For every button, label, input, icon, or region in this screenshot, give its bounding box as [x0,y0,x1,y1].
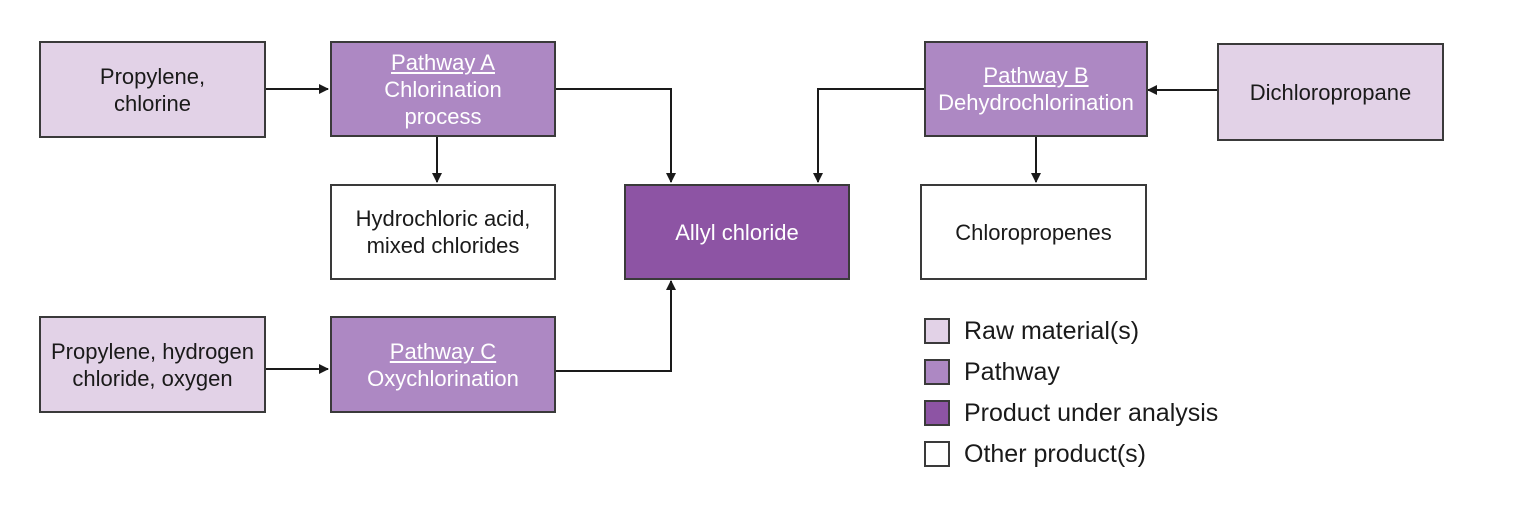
legend-label: Product under analysis [964,398,1219,427]
node-label-line: Oxychlorination [367,365,519,391]
node-pathway-a: Pathway A Chlorination process [330,41,556,137]
node-label-line: Hydrochloric acid, [355,206,531,231]
node-label-line: Propylene, [99,63,206,89]
legend-swatch [924,359,950,385]
node-label: Chloropropenes [955,219,1112,245]
node-label: Dichloropropane [1249,79,1412,105]
node-pathway-c: Pathway C Oxychlorination [330,316,556,413]
legend-label: Raw material(s) [964,316,1140,345]
pathway-title: Pathway A [391,49,495,75]
node-dichloropropane: Dichloropropane [1217,43,1444,141]
legend-label: Other product(s) [964,439,1147,468]
legend-swatch [924,318,950,344]
node-allyl-chloride: Allyl chloride [624,184,850,280]
node-propylene-hydrogen-chloride-oxygen: Propylene, hydrogen chloride, oxygen [39,316,266,413]
arrow-pathway-c-to-allyl-chloride [556,280,676,372]
node-label: Allyl chloride [675,219,799,245]
node-label-line: chlorine [113,90,192,116]
node-label-line: mixed chlorides [366,233,520,258]
pathway-title: Pathway B [983,63,1089,88]
arrow-pathway-a-to-allyl-chloride [556,88,676,183]
node-hydrochloric-acid-mixed-chlorides: Hydrochloric acid, mixed chlorides [330,184,556,280]
legend-label: Pathway [964,357,1060,386]
node-label-line: chloride, oxygen [72,365,233,391]
node-label-line: Dehydrochlorination [938,90,1134,115]
legend-swatch [924,400,950,426]
legend-item-other-products: Other product(s) [924,439,1146,469]
pathway-title: Pathway C [389,338,497,364]
legend-swatch [924,441,950,467]
node-pathway-b: Pathway B Dehydrochlorination [924,41,1148,137]
arrow-pathway-b-to-allyl-chloride [813,88,924,183]
node-propylene-chlorine: Propylene, chlorine [39,41,266,138]
legend-item-pathway: Pathway [924,357,1060,387]
node-chloropropenes: Chloropropenes [920,184,1147,280]
node-label-line: Chlorination [384,76,502,102]
node-label-line: Propylene, hydrogen [50,338,255,364]
legend-item-raw-material: Raw material(s) [924,316,1139,346]
legend-item-product-under-analysis: Product under analysis [924,398,1218,428]
node-label-line: process [404,103,482,129]
